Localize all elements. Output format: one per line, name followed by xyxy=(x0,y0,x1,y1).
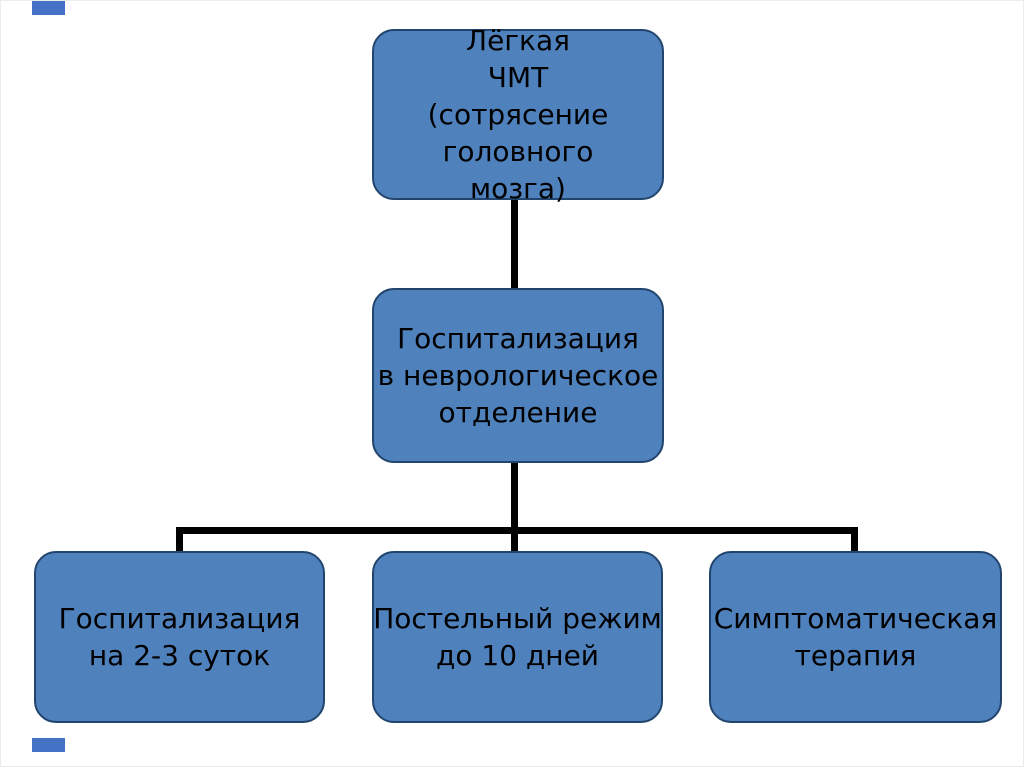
node-symptomatic-therapy: Симптоматическая терапия xyxy=(709,551,1002,723)
node-text-line: ЧМТ xyxy=(487,61,549,94)
node-text-line: (сотрясение xyxy=(427,98,609,131)
node-text-line: Госпитализация xyxy=(58,602,301,635)
node-text-line: терапия xyxy=(794,639,917,672)
node-text-line: мозга) xyxy=(470,172,566,205)
node-bed-rest-10-days: Постельный режим до 10 дней xyxy=(372,551,663,723)
node-text-line: отделение xyxy=(438,396,598,429)
node-hospitalization-neurology: Госпитализация в неврологическое отделение xyxy=(372,288,664,463)
connector-stub-right xyxy=(851,527,858,552)
node-text-line: Симптоматическая xyxy=(713,602,998,635)
node-text-line: Госпитализация xyxy=(397,322,639,355)
connector-root-to-hospital xyxy=(511,199,518,290)
connector-hospital-to-children xyxy=(511,462,518,552)
slide-decoration-bottom-left xyxy=(32,738,65,752)
node-text-line: на 2-3 суток xyxy=(88,639,271,672)
node-text-line: головного xyxy=(442,135,594,168)
node-text-line: в неврологическое xyxy=(377,359,659,392)
node-text-line: Лёгкая xyxy=(466,24,570,57)
connector-stub-left xyxy=(176,527,183,552)
slide-decoration-top-left xyxy=(32,1,65,15)
node-text-line: Постельный режим xyxy=(373,602,662,635)
node-hospital-stay-2-3-days: Госпитализация на 2-3 суток xyxy=(34,551,325,723)
connector-horizontal-distributor xyxy=(176,527,858,534)
node-text-line: до 10 дней xyxy=(435,639,599,672)
